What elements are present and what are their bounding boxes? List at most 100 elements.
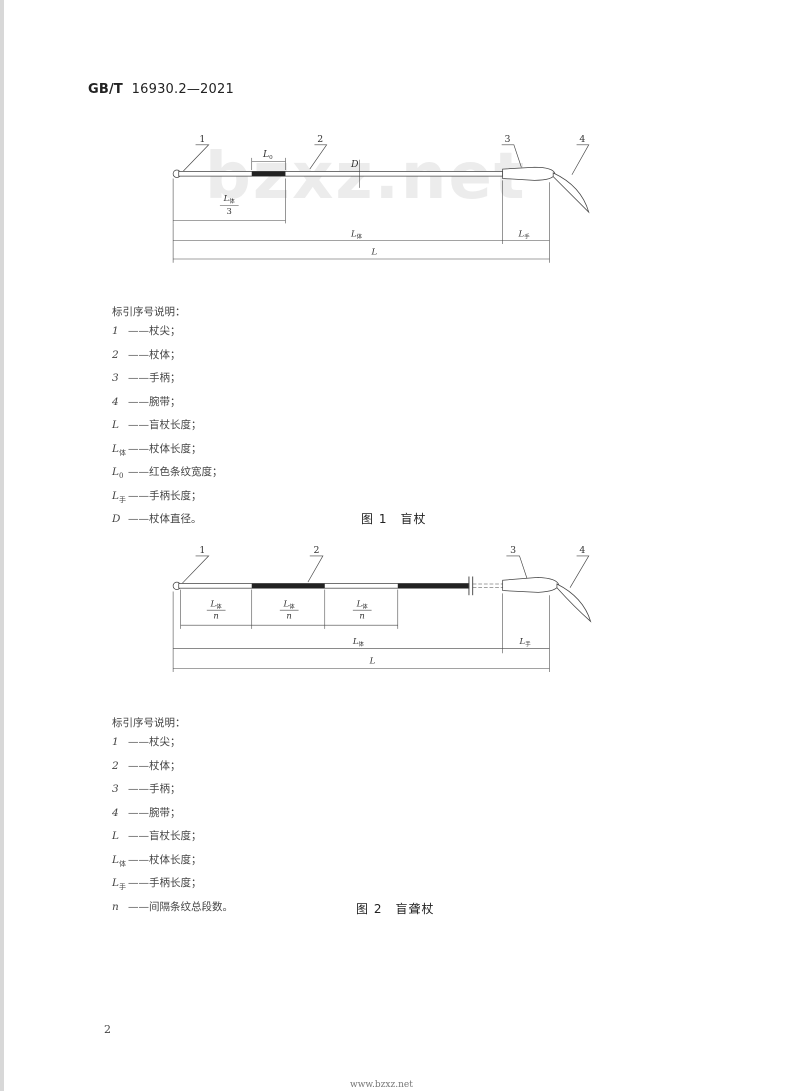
legend-text: ——腕带； bbox=[128, 806, 181, 819]
legend-item: L手——手柄长度； bbox=[112, 874, 233, 898]
legend-item: 3 ——手柄； bbox=[112, 369, 223, 393]
svg-text:n: n bbox=[286, 611, 291, 621]
legend-text: ——杖体； bbox=[128, 348, 181, 361]
legend-item: 4 ——腕带； bbox=[112, 804, 233, 828]
figure2-legend: 标引序号说明： 1 ——杖尖； 2 ——杖体； 3 ——手柄； 4 ——腕带； L ——盲杖长度；… bbox=[112, 714, 233, 921]
legend-text: ——间隔条纹总段数。 bbox=[128, 900, 233, 913]
legend-item: L体——杖体长度； bbox=[112, 440, 223, 464]
fig2-seg-label-3: L体 n bbox=[352, 598, 372, 621]
fig2-stripe-2 bbox=[397, 583, 469, 589]
legend-text: ——盲杖长度； bbox=[128, 830, 202, 843]
legend-symbol: 3 bbox=[112, 783, 119, 796]
fig1-handle bbox=[502, 166, 556, 181]
legend-title: 标引序号说明： bbox=[112, 717, 186, 729]
figure2-drawing: 1 2 3 4 L体 n L体 n L体 n L体 L手 L bbox=[172, 545, 592, 672]
legend-text: ——杖体； bbox=[128, 759, 181, 772]
svg-text:n: n bbox=[213, 611, 218, 621]
legend-text: ——手柄长度； bbox=[128, 877, 202, 890]
fig1-cane-body bbox=[178, 171, 504, 177]
legend-text: ——杖尖； bbox=[128, 736, 181, 749]
legend-item: L ——盲杖长度； bbox=[112, 416, 223, 440]
legend-text: ——手柄； bbox=[128, 783, 181, 796]
fig1-callout-3: 3 bbox=[505, 134, 511, 145]
standard-code: GB/T bbox=[88, 82, 123, 97]
fig2-leader-4 bbox=[569, 555, 590, 588]
legend-symbol: 1 bbox=[112, 325, 119, 338]
fig2-leader-1 bbox=[182, 555, 210, 584]
legend-item: 2 ——杖体； bbox=[112, 757, 233, 781]
figure1-legend: 标引序号说明： 1 ——杖尖； 2 ——杖体； 3 ——手柄； 4 ——腕带； L ——盲杖长度；… bbox=[112, 303, 223, 534]
fig1-lbody-label: L体 bbox=[350, 229, 363, 241]
fig1-wrist-strap bbox=[552, 172, 590, 214]
fig1-lhand-label: L手 bbox=[518, 229, 531, 241]
fig1-leader-2 bbox=[309, 144, 328, 170]
fig1-leader-4 bbox=[571, 144, 590, 175]
legend-item: D ——杖体直径。 bbox=[112, 510, 223, 534]
page-number: 2 bbox=[104, 1023, 111, 1036]
legend-text: ——手柄长度； bbox=[128, 489, 202, 502]
fig2-seg-label-1: L体 n bbox=[206, 598, 226, 621]
legend-text: ——盲杖长度； bbox=[128, 419, 202, 432]
svg-text:L体: L体 bbox=[356, 598, 369, 610]
legend-text: ——腕带； bbox=[128, 395, 181, 408]
legend-symbol: 3 bbox=[112, 372, 119, 385]
svg-text:L体: L体 bbox=[283, 598, 296, 610]
svg-text:n: n bbox=[359, 611, 364, 621]
legend-item: L体——杖体长度； bbox=[112, 851, 233, 875]
fig2-handle bbox=[502, 577, 560, 593]
legend-symbol: L bbox=[112, 830, 119, 843]
fig1-leader-3 bbox=[501, 144, 522, 168]
standard-header: GB/T 16930.2—2021 bbox=[88, 82, 234, 97]
figure1-caption: 图 1 盲杖 bbox=[361, 512, 427, 526]
legend-symbol: L手 bbox=[112, 489, 126, 504]
legend-symbol: L体 bbox=[112, 853, 126, 868]
svg-text:L体: L体 bbox=[210, 598, 223, 610]
legend-title: 标引序号说明： bbox=[112, 306, 186, 318]
legend-symbol: D bbox=[112, 513, 121, 526]
legend-symbol: 1 bbox=[112, 736, 119, 749]
fig1-l0-label: L0 bbox=[262, 149, 273, 161]
fig1-leader-1 bbox=[183, 144, 210, 172]
legend-item: L手——手柄长度； bbox=[112, 487, 223, 511]
fig2-callout-3: 3 bbox=[510, 545, 516, 556]
fig1-red-stripe bbox=[251, 171, 286, 177]
legend-item: 4 ——腕带； bbox=[112, 393, 223, 417]
fig2-lbody-label: L体 bbox=[352, 636, 365, 648]
fig1-callout-2: 2 bbox=[317, 134, 323, 145]
fig1-third-den: 3 bbox=[226, 206, 231, 216]
fig2-leader-3 bbox=[506, 555, 528, 579]
legend-symbol: 2 bbox=[112, 759, 119, 772]
legend-item: L ——盲杖长度； bbox=[112, 827, 233, 851]
standard-number: 16930.2—2021 bbox=[131, 82, 234, 97]
legend-item: 3 ——手柄； bbox=[112, 780, 233, 804]
legend-text: ——手柄； bbox=[128, 372, 181, 385]
fig1-callout-4: 4 bbox=[579, 134, 585, 145]
watermark: bzxz.net bbox=[205, 140, 527, 214]
fig2-callout-2: 2 bbox=[314, 545, 320, 556]
figure2-caption: 图 2 盲聋杖 bbox=[356, 902, 435, 916]
legend-item: n ——间隔条纹总段数。 bbox=[112, 898, 233, 922]
legend-symbol: 4 bbox=[112, 806, 119, 819]
fig2-leader-2 bbox=[307, 555, 324, 583]
legend-symbol: L bbox=[112, 419, 119, 432]
fig2-wrist-strap bbox=[556, 583, 592, 623]
fig1-callout-1: 1 bbox=[199, 134, 205, 145]
legend-symbol: L0 bbox=[112, 466, 124, 481]
legend-symbol: 2 bbox=[112, 348, 119, 361]
legend-symbol: L手 bbox=[112, 877, 126, 892]
legend-item: L0 ——红色条纹宽度； bbox=[112, 463, 223, 487]
fig2-lhand-label: L手 bbox=[518, 636, 531, 648]
legend-text: ——杖尖； bbox=[128, 325, 181, 338]
fig2-callout-4: 4 bbox=[579, 545, 585, 556]
footer-url: www.bzxz.net bbox=[350, 1080, 413, 1090]
legend-item: 2 ——杖体； bbox=[112, 346, 223, 370]
legend-text: ——杖体长度； bbox=[128, 853, 202, 866]
legend-item: 1 ——杖尖； bbox=[112, 322, 223, 346]
legend-text: ——杖体直径。 bbox=[128, 513, 202, 526]
legend-symbol: L体 bbox=[112, 442, 126, 457]
legend-item: 1 ——杖尖； bbox=[112, 733, 233, 757]
legend-symbol: 4 bbox=[112, 395, 119, 408]
legend-text: ——红色条纹宽度； bbox=[128, 466, 223, 479]
legend-symbol: n bbox=[112, 900, 119, 913]
fig2-l-label: L bbox=[369, 656, 376, 666]
